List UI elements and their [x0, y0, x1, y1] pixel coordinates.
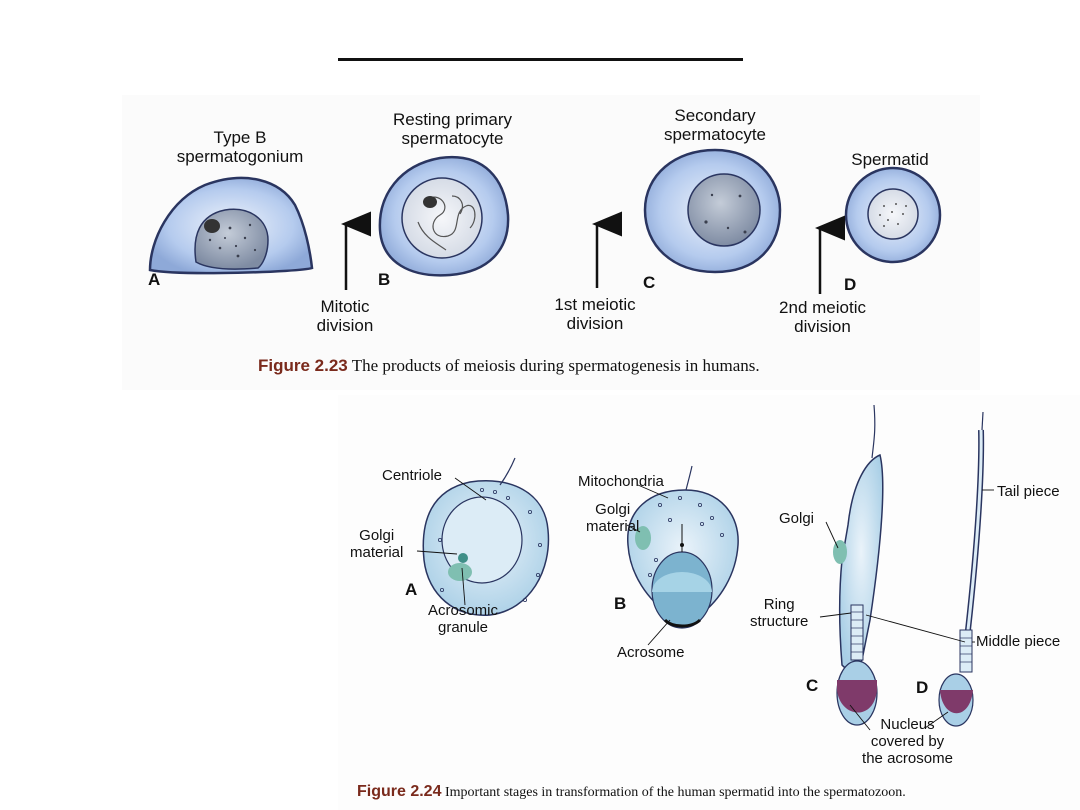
spermatid-stage-b [627, 465, 739, 629]
spermatid-stage-a [422, 457, 550, 616]
label-mitochondria: Mitochondria [578, 473, 664, 490]
label-nucleus-covered-by-acrosome: Nucleus covered by the acrosome [862, 716, 953, 767]
caption-figure-2-24-number: Figure 2.24 [357, 783, 442, 800]
leader-lines [416, 477, 994, 731]
spermatozoon-stage-d [938, 411, 985, 727]
label-mitotic-division: Mitotic division [316, 297, 374, 335]
label-golgi-c: Golgi [779, 510, 815, 527]
label-golgi-material-b: Golgi material [586, 501, 640, 535]
letter-stage-d: D [916, 678, 929, 697]
stage-letter-a: A [148, 270, 161, 289]
letter-stage-c: C [806, 676, 819, 695]
label-acrosomic-granule: Acrosomic granule [428, 602, 499, 636]
stage-letter-c: C [643, 273, 656, 292]
cell-resting-primary-spermatocyte [378, 155, 510, 277]
caption-figure-2-24-text: Important stages in transformation of th… [444, 785, 906, 800]
letter-stage-a: A [405, 580, 418, 599]
label-acrosome: Acrosome [617, 644, 685, 661]
label-golgi-material-a: Golgi material [350, 527, 404, 561]
label-first-meiotic-division: 1st meiotic division [554, 295, 636, 333]
title-rule [338, 58, 743, 61]
label-ring-structure: Ring structure [750, 596, 809, 630]
stage-letter-b: B [378, 270, 391, 289]
cell-secondary-spermatocyte [643, 148, 782, 274]
spermatid-stage-c [833, 404, 884, 726]
caption-figure-2-23-text: The products of meiosis during spermatog… [351, 356, 760, 375]
cell-spermatid [844, 166, 942, 264]
label-centriole: Centriole [382, 467, 443, 484]
label-secondary-spermatocyte: Secondary spermatocyte [663, 106, 767, 144]
cell-type-b-spermatogonium [148, 176, 314, 275]
label-middle-piece: Middle piece [976, 633, 1061, 650]
label-spermatid: Spermatid [851, 150, 929, 169]
caption-figure-2-24: Figure 2.24 Important stages in transfor… [357, 783, 906, 801]
label-type-b-spermatogonium: Type B spermatogonium [176, 128, 304, 166]
letter-stage-b: B [614, 594, 627, 613]
caption-figure-2-23-number: Figure 2.23 [258, 356, 348, 375]
stage-letter-d: D [844, 275, 857, 294]
label-resting-primary-spermatocyte: Resting primary spermatocyte [392, 110, 513, 148]
caption-figure-2-23: Figure 2.23 The products of meiosis duri… [258, 356, 760, 376]
label-second-meiotic-division: 2nd meiotic division [779, 298, 866, 336]
label-tail-piece: Tail piece [997, 483, 1060, 500]
